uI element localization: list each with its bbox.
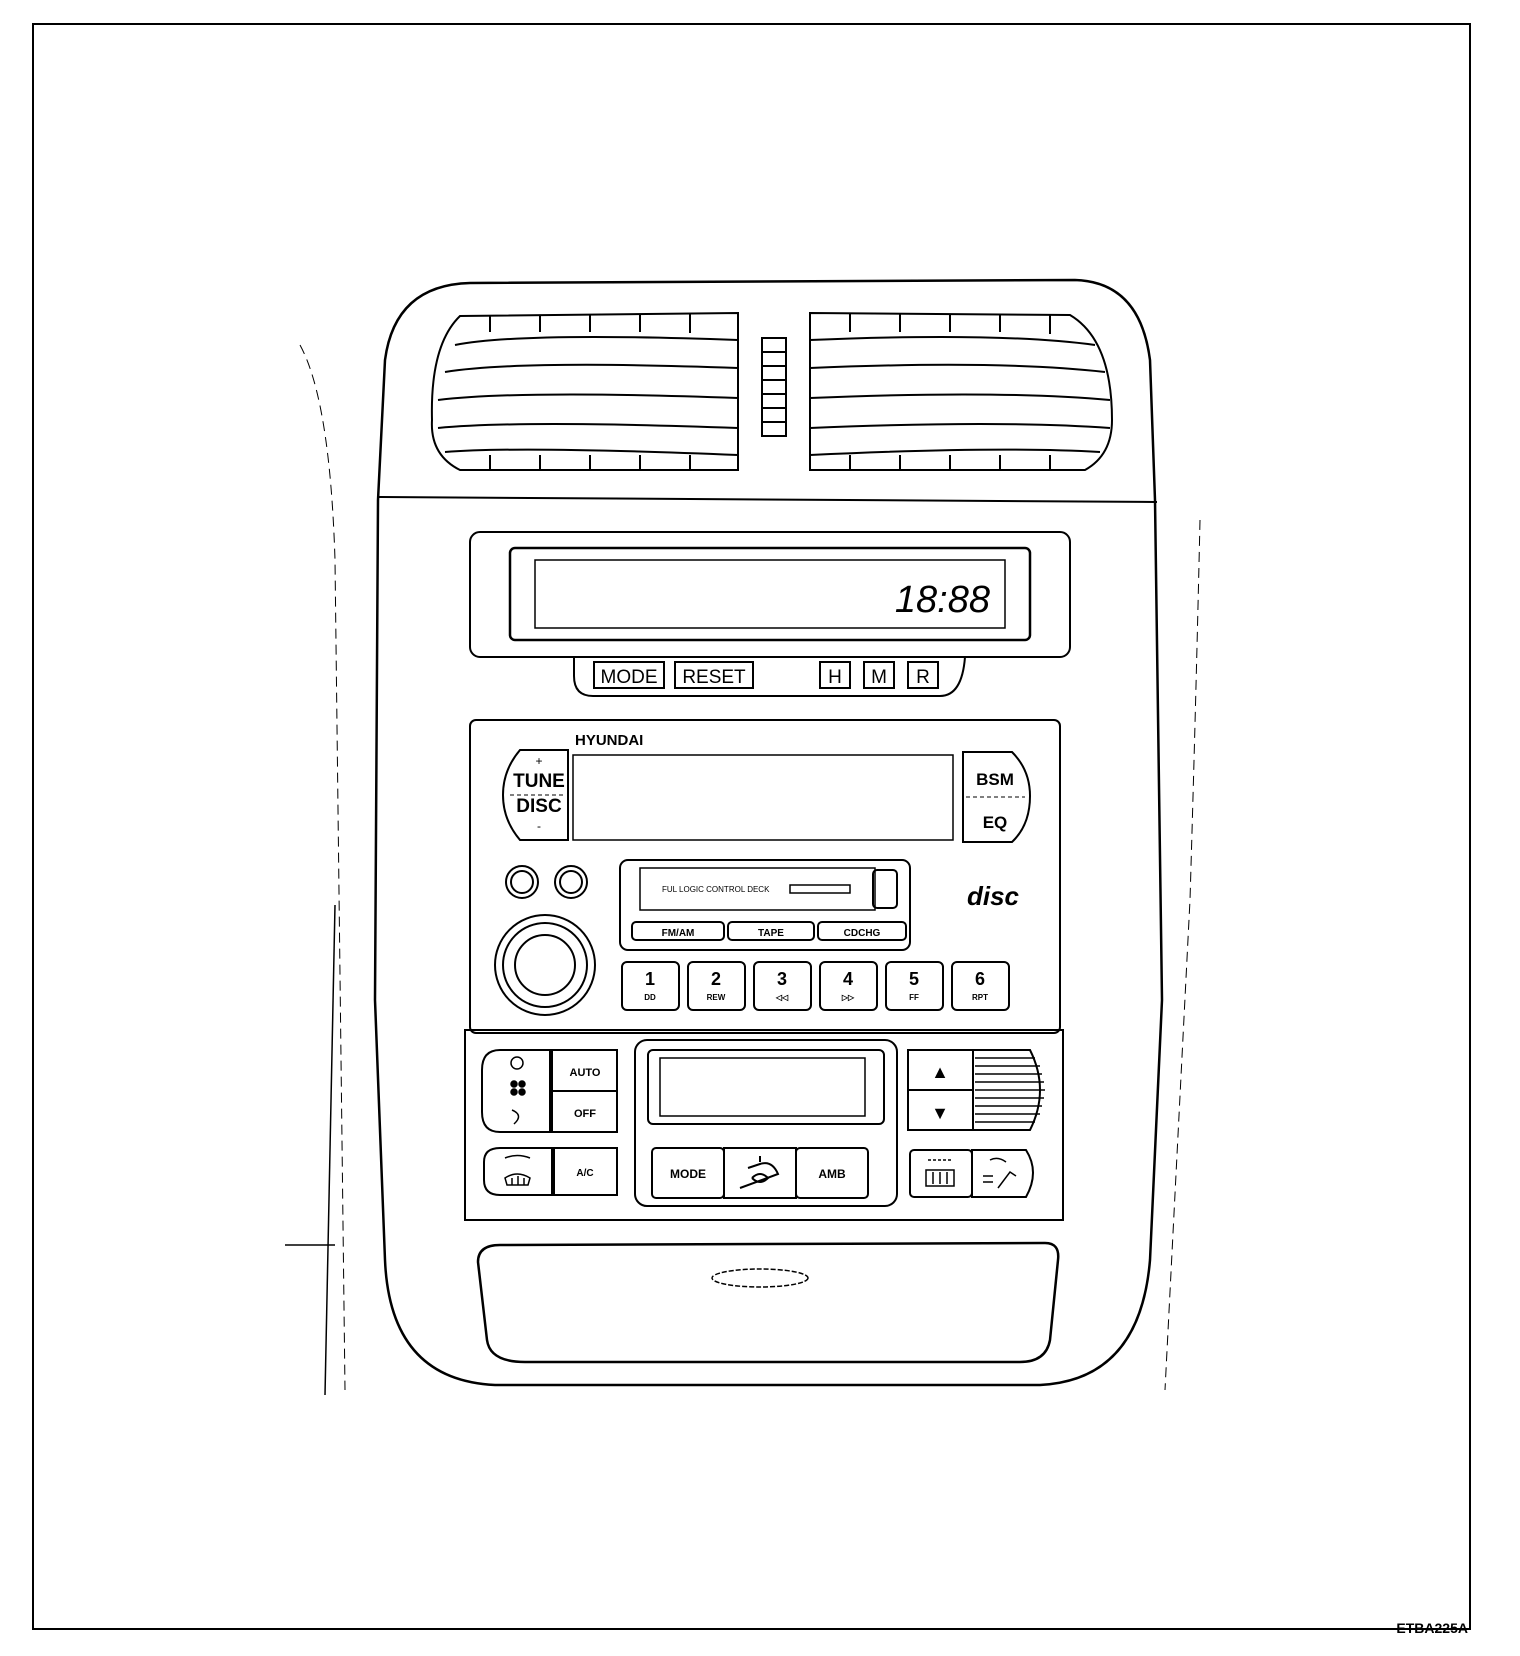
temp-up-icon: ▲ bbox=[931, 1062, 949, 1082]
center-bezel bbox=[373, 278, 1164, 1387]
left-air-vent[interactable] bbox=[430, 311, 739, 471]
preset-4-number: 4 bbox=[843, 969, 853, 989]
preset-6-sub: RPT bbox=[972, 993, 988, 1002]
preset-1-sub: DD bbox=[644, 993, 656, 1002]
vent-adjust-wheel[interactable] bbox=[761, 337, 787, 437]
clock-r-button[interactable]: R bbox=[907, 661, 939, 689]
clock-minute-button[interactable]: M bbox=[863, 661, 895, 689]
eject-button[interactable] bbox=[872, 869, 898, 909]
clock-minute-label: M bbox=[871, 667, 887, 688]
bsm-label: BSM bbox=[976, 770, 1014, 789]
preset-4-sub: ▷▷ bbox=[841, 993, 855, 1002]
source-fm-am-button[interactable]: FM/AM bbox=[631, 921, 725, 941]
preset-1-number: 1 bbox=[645, 969, 655, 989]
defog-icon bbox=[983, 1157, 1017, 1189]
rear-defrost-icon bbox=[925, 1159, 955, 1187]
preset-5-number: 5 bbox=[909, 969, 919, 989]
storage-tray[interactable] bbox=[476, 1241, 1060, 1364]
audio-unit: HYUNDAI bbox=[469, 719, 1061, 1034]
source-cdchg-button[interactable]: CDCHG bbox=[817, 921, 907, 941]
tape-slot bbox=[789, 884, 851, 894]
tune-disc-rocker[interactable]: + TUNE DISC - bbox=[501, 749, 569, 841]
clock-time: 18:88 bbox=[895, 579, 990, 621]
clock-hour-label: H bbox=[828, 667, 842, 688]
climate-mode-label: MODE bbox=[670, 1167, 706, 1181]
preset-2-sub: REW bbox=[707, 993, 726, 1002]
preset-6-number: 6 bbox=[975, 969, 985, 989]
tray-handle[interactable] bbox=[711, 1268, 809, 1288]
figure-code: ETBA225A bbox=[1396, 1620, 1468, 1636]
audio-display bbox=[572, 754, 954, 841]
volume-knob[interactable] bbox=[494, 914, 596, 1016]
auto-button[interactable]: AUTO bbox=[551, 1049, 618, 1092]
disc-label: DISC bbox=[516, 796, 562, 817]
tune-minus-label: - bbox=[537, 819, 541, 833]
brand-logo: HYUNDAI bbox=[575, 732, 643, 749]
climate-panel bbox=[464, 1029, 1064, 1221]
ac-label: A/C bbox=[576, 1168, 593, 1179]
front-defrost-button[interactable] bbox=[483, 1147, 553, 1196]
eq-label: EQ bbox=[983, 813, 1008, 832]
small-knob-right[interactable] bbox=[554, 865, 588, 899]
temperature-dial[interactable] bbox=[972, 1049, 1045, 1131]
bezel-divider bbox=[377, 496, 1158, 503]
clock-reset-label: RESET bbox=[682, 667, 746, 688]
recirculation-icon bbox=[739, 1156, 780, 1189]
source-tape-button[interactable]: TAPE bbox=[727, 921, 815, 941]
clock-display bbox=[534, 559, 1006, 629]
clock-unit: 18:88 bbox=[469, 531, 1071, 697]
clock-r-label: R bbox=[916, 667, 930, 688]
tune-label: TUNE bbox=[513, 771, 565, 792]
fan-low-icon bbox=[510, 1056, 524, 1070]
temp-down-icon: ▼ bbox=[931, 1103, 949, 1123]
page-border bbox=[32, 23, 1471, 1630]
preset-button-6[interactable]: 6 RPT bbox=[951, 961, 1010, 1011]
fan-speed-panel[interactable] bbox=[481, 1049, 551, 1133]
small-knob-left[interactable] bbox=[505, 865, 539, 899]
clock-mode-button[interactable]: MODE bbox=[593, 661, 665, 689]
off-button[interactable]: OFF bbox=[551, 1090, 618, 1133]
cdchg-label: CDCHG bbox=[844, 928, 881, 939]
preset-button-1[interactable]: 1 DD bbox=[621, 961, 680, 1011]
preset-5-sub: FF bbox=[909, 993, 919, 1002]
dashboard-side-lines bbox=[285, 344, 1201, 1396]
preset-3-sub: ◁◁ bbox=[775, 993, 789, 1002]
right-air-vent[interactable] bbox=[809, 311, 1114, 471]
clock-reset-button[interactable]: RESET bbox=[674, 661, 754, 689]
fan-icon bbox=[510, 1080, 526, 1096]
bsm-eq-rocker[interactable]: BSM EQ bbox=[962, 751, 1032, 843]
amb-button[interactable]: AMB bbox=[795, 1147, 869, 1199]
clock-mode-label: MODE bbox=[601, 667, 658, 688]
amb-label: AMB bbox=[818, 1167, 846, 1181]
off-label: OFF bbox=[574, 1108, 596, 1120]
fan-high-icon bbox=[511, 1109, 520, 1125]
preset-button-4[interactable]: 4 ▷▷ bbox=[819, 961, 878, 1011]
preset-3-number: 3 bbox=[777, 969, 787, 989]
cassette-deck: FUL LOGIC CONTROL DECK bbox=[619, 859, 911, 951]
ac-button[interactable]: A/C bbox=[553, 1147, 618, 1196]
deck-label: FUL LOGIC CONTROL DECK bbox=[662, 885, 770, 894]
defog-button[interactable] bbox=[971, 1149, 1034, 1198]
preset-button-2[interactable]: 2 REW bbox=[687, 961, 746, 1011]
auto-label: AUTO bbox=[570, 1067, 601, 1079]
climate-mode-button[interactable]: MODE bbox=[651, 1147, 725, 1199]
rear-defrost-button[interactable] bbox=[909, 1149, 973, 1198]
preset-2-number: 2 bbox=[711, 969, 721, 989]
fm-am-label: FM/AM bbox=[662, 928, 695, 939]
clock-button-strip bbox=[573, 656, 967, 697]
recirculation-button[interactable] bbox=[723, 1147, 797, 1199]
preset-button-5[interactable]: 5 FF bbox=[885, 961, 944, 1011]
temp-up-button[interactable]: ▲ bbox=[907, 1049, 974, 1091]
clock-hour-button[interactable]: H bbox=[819, 661, 851, 689]
tape-label: TAPE bbox=[758, 928, 784, 939]
front-defrost-icon bbox=[504, 1154, 531, 1186]
tune-plus-label: + bbox=[535, 754, 542, 768]
temp-down-button[interactable]: ▼ bbox=[907, 1089, 974, 1131]
preset-button-3[interactable]: 3 ◁◁ bbox=[753, 961, 812, 1011]
disc-logo: disc bbox=[967, 881, 1020, 911]
climate-display bbox=[659, 1057, 866, 1117]
